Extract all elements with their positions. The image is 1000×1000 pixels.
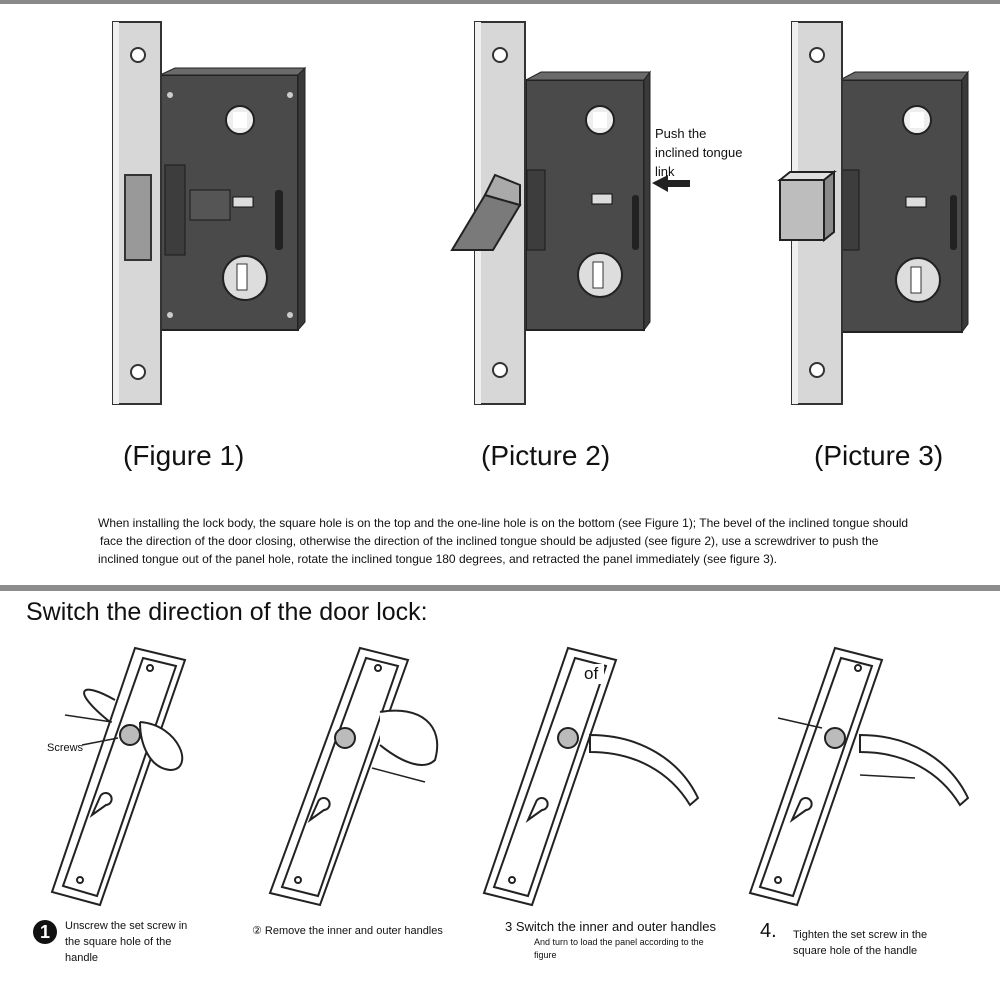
step-1-line-3: handle: [65, 952, 99, 964]
of-label: of: [578, 664, 605, 684]
step-1-line-1: Unscrew the set screw in: [65, 920, 188, 932]
description-line-2: face the direction of the door closing, …: [100, 534, 879, 548]
step-2-text: ② Remove the inner and outer handles: [252, 923, 443, 939]
screws-label: Screws: [47, 742, 84, 754]
section-title: Switch the direction of the door lock:: [26, 598, 428, 626]
description-line-3: inclined tongue out of the panel hole, r…: [98, 552, 778, 566]
figure-2-drawing: [450, 21, 690, 405]
annotation-line-2: inclined tongue: [655, 145, 743, 160]
step-1-number: 1: [33, 920, 57, 944]
step-2-drawing: [268, 646, 439, 907]
figure-3-caption: (Picture 3): [814, 440, 944, 471]
installation-description: When installing the lock body, the squar…: [98, 514, 958, 568]
step-1-text: Unscrew the set screw in the square hole…: [65, 918, 187, 966]
step-3-sub-1: And turn to load the panel according to …: [534, 937, 704, 947]
figure-1-caption: (Figure 1): [123, 440, 245, 471]
step-3-sub-2: figure: [534, 950, 557, 960]
step-1-line-2: the square hole of the: [65, 936, 172, 948]
step-3-text: 3 Switch the inner and outer handles: [505, 918, 716, 935]
annotation-line-1: Push the: [655, 126, 707, 141]
step-4-line-1: Tighten the set screw in the: [793, 929, 928, 941]
step-4-drawing: [748, 646, 970, 907]
description-line-1: When installing the lock body, the squar…: [98, 516, 909, 530]
section-divider: [0, 585, 1000, 591]
step-4-text: Tighten the set screw in the square hole…: [793, 927, 927, 959]
figure-1-drawing: [112, 21, 307, 405]
push-tongue-annotation: Push the inclined tongue link: [655, 124, 742, 181]
step-1-drawing: [50, 646, 187, 907]
step-4-line-2: square hole of the handle: [793, 945, 918, 957]
step-3-drawing: [482, 646, 700, 907]
figure-2-caption: (Picture 2): [481, 440, 611, 471]
top-divider: [0, 0, 1000, 4]
figure-3-drawing: [777, 21, 969, 405]
step-2-line-1: ② Remove the inner and outer handles: [252, 925, 443, 937]
step-3-subtext: And turn to load the panel according to …: [534, 936, 704, 962]
step-3-line-1: 3 Switch the inner and outer handles: [505, 919, 717, 934]
annotation-line-3: link: [655, 164, 675, 179]
step-4-number: 4.: [760, 920, 777, 942]
